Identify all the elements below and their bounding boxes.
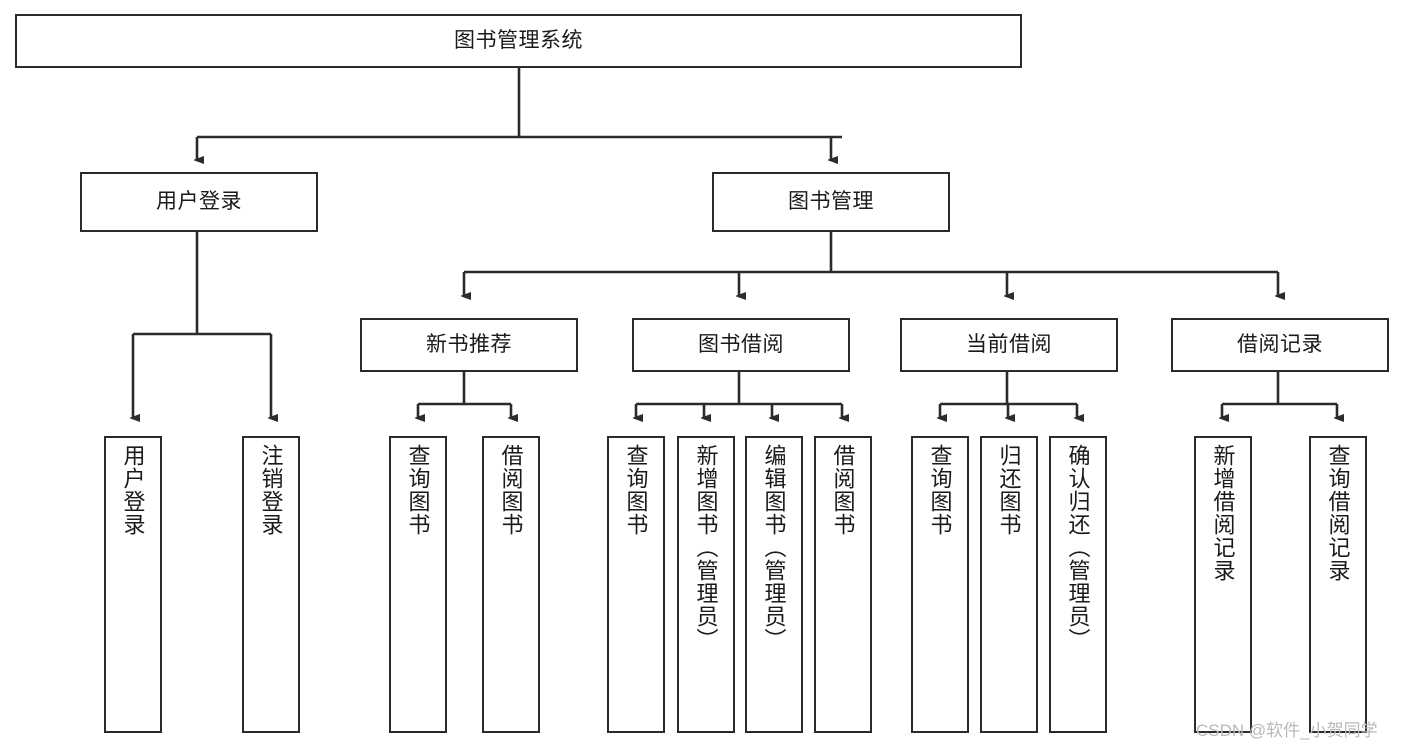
node-leaf-confirm-return-label: 确认归还（管理员）	[1065, 444, 1091, 651]
node-leaf-borrow-book-1[interactable]: 借阅图书	[482, 436, 540, 733]
node-leaf-query-book-2[interactable]: 查询图书	[607, 436, 665, 733]
watermark: CSDN @软件_小贺同学	[1196, 721, 1378, 740]
node-leaf-query-book-1-label: 查询图书	[405, 444, 431, 536]
node-leaf-edit-book[interactable]: 编辑图书（管理员）	[745, 436, 803, 733]
node-leaf-borrow-book-2[interactable]: 借阅图书	[814, 436, 872, 733]
node-user-login-label: 用户登录	[156, 189, 242, 213]
node-leaf-query-record-label: 查询借阅记录	[1325, 444, 1351, 582]
node-leaf-borrow-book-1-label: 借阅图书	[498, 444, 524, 536]
node-book-borrow[interactable]: 图书借阅	[632, 318, 850, 372]
node-root-label: 图书管理系统	[454, 28, 583, 52]
node-current-borrow[interactable]: 当前借阅	[900, 318, 1118, 372]
node-current-borrow-label: 当前借阅	[966, 332, 1052, 356]
node-leaf-logout-login[interactable]: 注销登录	[242, 436, 300, 733]
node-leaf-logout-login-label: 注销登录	[258, 444, 284, 536]
node-leaf-query-book-3-label: 查询图书	[927, 444, 953, 536]
node-leaf-user-login[interactable]: 用户登录	[104, 436, 162, 733]
node-root[interactable]: 图书管理系统	[15, 14, 1022, 68]
node-book-borrow-label: 图书借阅	[698, 332, 784, 356]
node-leaf-query-book-1[interactable]: 查询图书	[389, 436, 447, 733]
node-user-login[interactable]: 用户登录	[80, 172, 318, 232]
node-leaf-add-record-label: 新增借阅记录	[1210, 444, 1236, 582]
node-leaf-borrow-book-2-label: 借阅图书	[830, 444, 856, 536]
node-book-manage[interactable]: 图书管理	[712, 172, 950, 232]
node-new-book-recommend-label: 新书推荐	[426, 332, 512, 356]
node-book-manage-label: 图书管理	[788, 189, 874, 213]
node-leaf-query-book-2-label: 查询图书	[623, 444, 649, 536]
node-leaf-confirm-return[interactable]: 确认归还（管理员）	[1049, 436, 1107, 733]
node-leaf-query-record[interactable]: 查询借阅记录	[1309, 436, 1367, 733]
node-borrow-record-label: 借阅记录	[1237, 332, 1323, 356]
node-leaf-add-record[interactable]: 新增借阅记录	[1194, 436, 1252, 733]
node-leaf-user-login-label: 用户登录	[120, 444, 146, 536]
node-leaf-add-book[interactable]: 新增图书（管理员）	[677, 436, 735, 733]
node-leaf-add-book-label: 新增图书（管理员）	[693, 444, 719, 651]
node-leaf-return-book[interactable]: 归还图书	[980, 436, 1038, 733]
node-new-book-recommend[interactable]: 新书推荐	[360, 318, 578, 372]
node-leaf-edit-book-label: 编辑图书（管理员）	[761, 444, 787, 651]
node-leaf-return-book-label: 归还图书	[996, 444, 1022, 536]
node-leaf-query-book-3[interactable]: 查询图书	[911, 436, 969, 733]
node-borrow-record[interactable]: 借阅记录	[1171, 318, 1389, 372]
